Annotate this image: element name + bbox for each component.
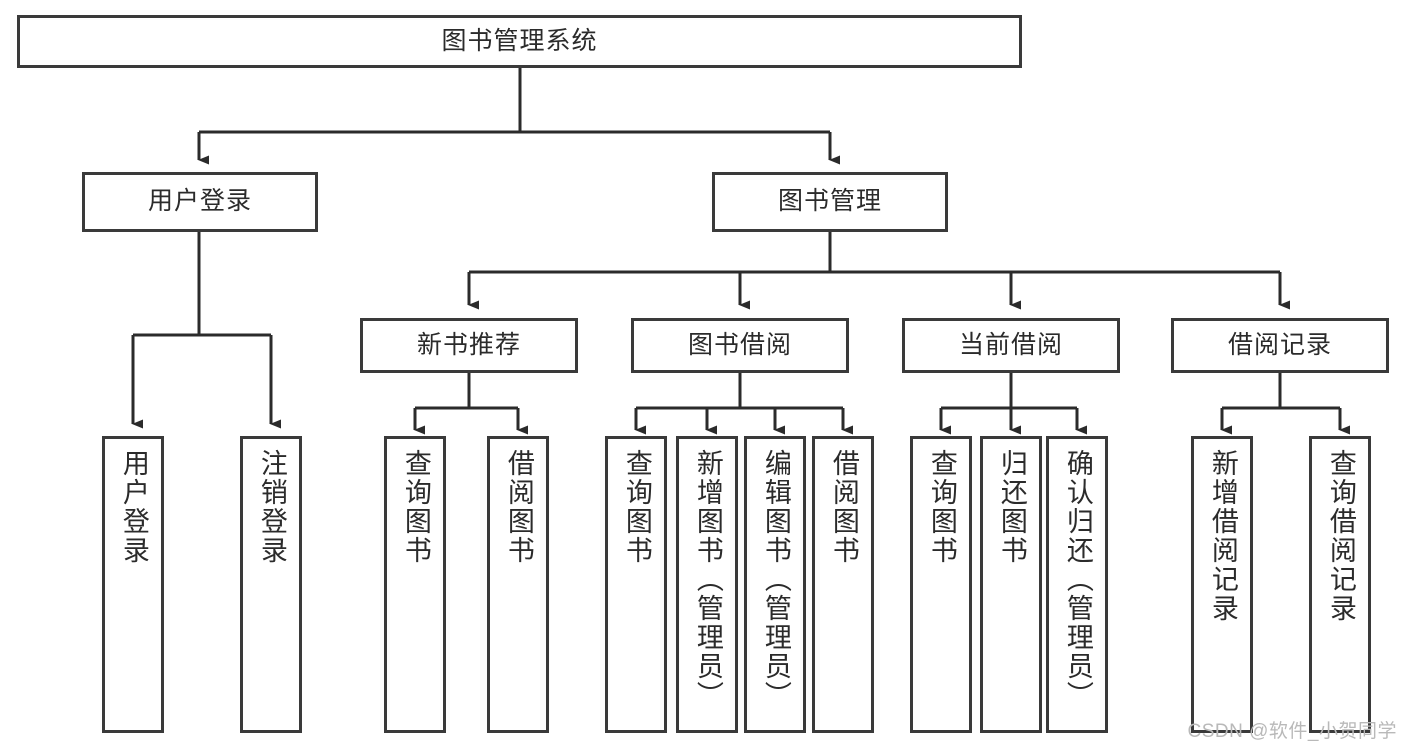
node-new-book-recommend[interactable]: 新书推荐 [360,318,578,373]
leaf-label: 查询借阅记录 [1325,449,1356,623]
node-user-login-label: 用户登录 [147,187,252,216]
node-book-management-label: 图书管理 [777,187,882,216]
watermark-text: CSDN @软件_小贺同学 [1187,721,1397,742]
leaf-book-borrow-add[interactable]: 新增图书（管理员） [676,436,738,733]
leaf-label: 查询图书 [400,449,431,565]
leaf-borrow-record-query[interactable]: 查询借阅记录 [1309,436,1371,733]
leaf-borrow-record-add[interactable]: 新增借阅记录 [1191,436,1253,733]
leaf-label: 新增图书（管理员） [692,449,723,710]
leaf-user-login-signin[interactable]: 用户登录 [102,436,164,733]
node-root-label: 图书管理系统 [441,26,598,55]
leaf-label: 编辑图书（管理员） [760,449,791,710]
node-borrow-record-label: 借阅记录 [1227,330,1332,359]
leaf-label: 借阅图书 [828,449,859,565]
leaf-book-borrow-edit[interactable]: 编辑图书（管理员） [744,436,806,733]
node-book-management[interactable]: 图书管理 [712,172,948,232]
node-current-borrow-label: 当前借阅 [958,330,1063,359]
leaf-new-book-borrow[interactable]: 借阅图书 [487,436,549,733]
leaf-label: 查询图书 [621,449,652,565]
leaf-current-borrow-confirm-return[interactable]: 确认归还（管理员） [1046,436,1108,733]
leaf-user-login-signout[interactable]: 注销登录 [240,436,302,733]
leaf-label: 新增借阅记录 [1207,449,1238,623]
leaf-book-borrow-borrow[interactable]: 借阅图书 [812,436,874,733]
node-book-borrow-label: 图书借阅 [687,330,792,359]
leaf-label: 注销登录 [256,449,287,565]
node-current-borrow[interactable]: 当前借阅 [902,318,1120,373]
node-root-system[interactable]: 图书管理系统 [17,15,1022,68]
leaf-label: 借阅图书 [503,449,534,565]
node-new-book-recommend-label: 新书推荐 [416,330,521,359]
node-user-login[interactable]: 用户登录 [82,172,318,232]
leaf-label: 查询图书 [926,449,957,565]
leaf-label: 归还图书 [996,449,1027,565]
leaf-current-borrow-return[interactable]: 归还图书 [980,436,1042,733]
leaf-label: 用户登录 [118,449,149,565]
leaf-label: 确认归还（管理员） [1062,449,1093,710]
leaf-book-borrow-query[interactable]: 查询图书 [605,436,667,733]
leaf-current-borrow-query[interactable]: 查询图书 [910,436,972,733]
node-book-borrow[interactable]: 图书借阅 [631,318,849,373]
leaf-new-book-query[interactable]: 查询图书 [384,436,446,733]
node-borrow-record[interactable]: 借阅记录 [1171,318,1389,373]
